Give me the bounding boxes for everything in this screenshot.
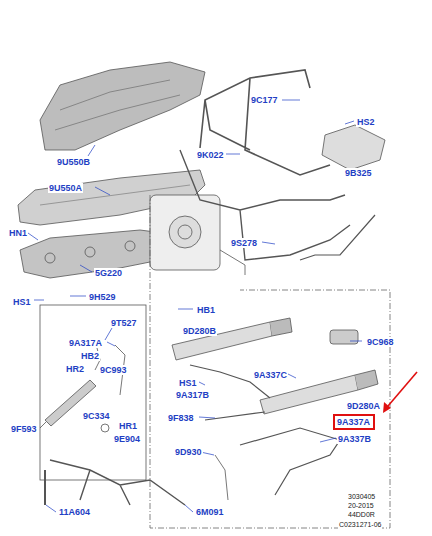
drawing-reference: 20-2015 xyxy=(347,502,375,510)
callout-number: 6M091 xyxy=(195,507,225,517)
highlighted-callout: 9A337A xyxy=(333,414,375,430)
callout-number: HN1 xyxy=(8,228,28,238)
callout-number: 11A604 xyxy=(58,507,91,517)
callout-number: HB1 xyxy=(196,305,216,315)
callout-number: 9A337A xyxy=(337,417,371,427)
callout-number: 9A317B xyxy=(175,390,210,400)
callout-number: 9A337C xyxy=(253,370,288,380)
callout-number: 9K022 xyxy=(196,150,225,160)
callout-number: 9D280A xyxy=(346,401,381,411)
callout-number: HB2 xyxy=(80,351,100,361)
callout-number: 9U550A xyxy=(48,183,83,193)
drawing-reference: 3030405 xyxy=(347,493,376,501)
callout-number: 9C177 xyxy=(250,95,279,105)
drawing-reference: 44DD0R xyxy=(347,511,376,519)
callout-number: 9E904 xyxy=(113,434,141,444)
parts-drawing xyxy=(18,62,390,528)
drawing-reference: C0231271-06 xyxy=(338,521,382,529)
callout-number: 5G220 xyxy=(94,268,123,278)
callout-number: HR2 xyxy=(65,364,85,374)
callout-number: 9C968 xyxy=(366,337,395,347)
callout-number: 9D280B xyxy=(182,326,217,336)
callout-number: HS2 xyxy=(356,117,376,127)
callout-number: 9F838 xyxy=(167,413,195,423)
callout-number: 9T527 xyxy=(110,318,138,328)
callout-number: HS1 xyxy=(178,378,198,388)
callout-number: HS1 xyxy=(12,297,32,307)
callout-number: 9B325 xyxy=(344,168,373,178)
callout-number: 9D930 xyxy=(174,447,203,457)
highlight-arrow xyxy=(383,372,417,413)
callout-number: 9S278 xyxy=(230,238,258,248)
leader-lines xyxy=(28,100,362,512)
callout-number: 9U550B xyxy=(56,157,91,167)
callout-number: 9C993 xyxy=(99,365,128,375)
callout-number: 9H529 xyxy=(88,292,117,302)
callout-number: 9C334 xyxy=(82,411,111,421)
callout-number: 9F593 xyxy=(10,424,38,434)
callout-number: 9A337B xyxy=(337,434,372,444)
callout-number: HR1 xyxy=(118,421,138,431)
callout-number: 9A317A xyxy=(68,338,103,348)
